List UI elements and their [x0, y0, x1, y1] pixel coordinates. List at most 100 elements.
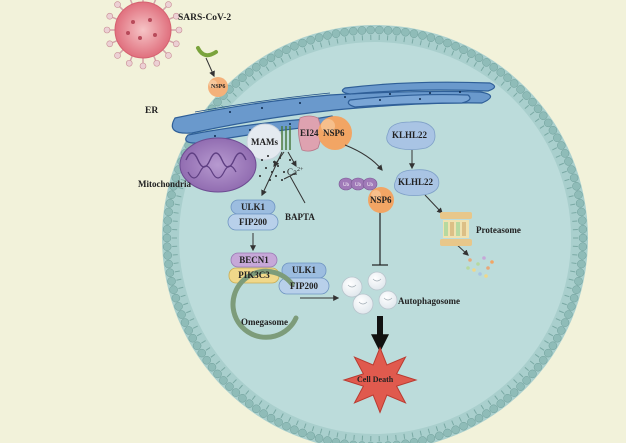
membrane-bead	[192, 341, 202, 350]
membrane-bead	[539, 356, 548, 365]
proteasome-label: Proteasome	[476, 225, 521, 235]
ubiquitin-label: Ub	[367, 183, 374, 188]
membrane-bead	[575, 199, 585, 208]
membrane-bead	[557, 141, 566, 150]
membrane-bead	[578, 225, 588, 234]
virus-spike-tip	[106, 40, 114, 48]
membrane-bead	[306, 35, 315, 45]
membrane-tail	[336, 38, 339, 44]
membrane-bead	[174, 302, 183, 311]
membrane-bead	[340, 439, 349, 443]
membrane-tail	[564, 294, 570, 298]
membrane-tail	[403, 37, 406, 43]
membrane-bead	[180, 318, 190, 327]
membrane-bead	[340, 27, 349, 37]
membrane-bead	[578, 242, 588, 251]
autophagosome-label: Autophagosome	[398, 296, 461, 306]
membrane-bead	[567, 302, 576, 311]
membrane-bead	[323, 436, 332, 443]
membrane-tail	[561, 170, 567, 174]
membrane-tail	[500, 81, 505, 86]
er-dot	[429, 92, 431, 94]
membrane-bead	[392, 440, 401, 443]
membrane-tail	[344, 433, 347, 439]
membrane-tail	[513, 379, 518, 384]
membrane-bead	[577, 259, 586, 269]
membrane-tail	[443, 423, 447, 429]
calcium-dot	[275, 175, 277, 177]
peptide-fragment	[466, 266, 470, 270]
membrane-bead	[274, 418, 283, 427]
membrane-bead	[163, 216, 172, 225]
membrane-tail	[311, 44, 315, 50]
virus-spike-tip	[165, 52, 172, 59]
membrane-bead	[426, 434, 436, 443]
er-dot	[379, 99, 381, 101]
membrane-bead	[213, 369, 222, 379]
virus-label: SARS-CoV-2	[178, 13, 232, 23]
membrane-tail	[196, 332, 202, 337]
membrane-tail	[303, 423, 307, 429]
membrane-tail	[183, 302, 189, 306]
membrane-bead	[202, 356, 211, 365]
membrane-tail	[534, 353, 540, 358]
membrane-tail	[178, 286, 184, 289]
membrane-bead	[383, 26, 393, 35]
membrane-bead	[564, 310, 573, 319]
virus-spike-tip	[103, 26, 111, 34]
membrane-bead	[188, 333, 197, 343]
membrane-bead	[167, 276, 176, 286]
mam-tethers	[281, 126, 291, 150]
membrane-tail	[258, 400, 263, 405]
calcium-dot	[265, 167, 267, 169]
virus-spike-tip	[153, 59, 161, 67]
membrane-bead	[290, 42, 299, 51]
peptide-fragments	[466, 256, 494, 278]
er-dot	[261, 107, 263, 109]
nsp6-mid-blob	[368, 187, 394, 213]
membrane-tail	[427, 428, 431, 434]
membrane-bead	[564, 157, 573, 166]
calcium-dot	[277, 165, 279, 167]
virus-spike-tip	[106, 12, 114, 20]
membrane-bead	[528, 97, 537, 107]
membrane-tail	[238, 86, 243, 92]
membrane-bead	[238, 394, 247, 403]
membrane-bead	[252, 404, 261, 414]
membrane-tail	[328, 40, 331, 46]
membrane-bead	[467, 49, 476, 58]
membrane-tail	[245, 81, 250, 86]
membrane-tail	[178, 187, 184, 190]
membrane-tail	[548, 139, 554, 144]
membrane-tail	[221, 366, 226, 372]
membrane-tail	[487, 71, 492, 76]
membrane-bead	[244, 68, 254, 77]
calcium-superscript: 2+	[297, 167, 304, 173]
calcium-label: Ca2+	[287, 167, 303, 177]
membrane-bead	[548, 126, 558, 135]
membrane-tail	[353, 36, 355, 42]
membrane-bead	[482, 409, 491, 418]
virus-spike-tip	[165, 1, 172, 8]
membrane-bead	[357, 26, 367, 35]
peptide-fragment	[472, 268, 476, 272]
membrane-bead	[366, 25, 375, 35]
membrane-tail	[473, 61, 477, 67]
membrane-bead	[314, 434, 324, 443]
membrane-bead	[543, 348, 553, 358]
membrane-tail	[328, 430, 331, 436]
membrane-tail	[419, 430, 422, 436]
nsp6-er-label: NSP6	[323, 128, 345, 138]
membrane-bead	[474, 53, 484, 63]
membrane-tail	[458, 416, 462, 422]
membrane-tail	[539, 347, 545, 351]
ulk1-bottom-label: ULK1	[291, 265, 316, 275]
pathway-arrows	[250, 144, 469, 301]
membrane-tail	[344, 37, 347, 43]
membrane-tail	[251, 76, 256, 81]
mams-bubble	[246, 123, 284, 161]
membrane-tail	[295, 50, 299, 56]
membrane-bead	[392, 26, 401, 36]
membrane-tail	[518, 373, 524, 378]
